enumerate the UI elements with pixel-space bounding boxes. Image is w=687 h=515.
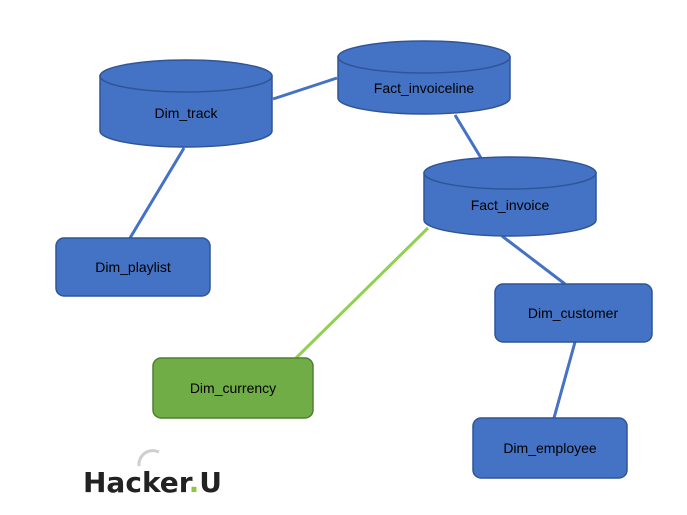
hackeru-logo: Hacker.U [83, 449, 222, 499]
svg-text:Hacker.U: Hacker.U [83, 466, 222, 499]
edges [128, 76, 577, 419]
node-label: Dim_employee [503, 440, 597, 456]
edge-customer-employee [552, 341, 577, 419]
node-label: Dim_customer [528, 305, 619, 321]
logo-text-u: U [199, 466, 222, 499]
edge-track-playlist [128, 147, 186, 239]
node-dim-currency[interactable]: Dim_currency [152, 357, 314, 419]
node-label: Dim_currency [190, 380, 276, 396]
logo-text-ker: ker [142, 466, 193, 499]
node-dim-employee[interactable]: Dim_employee [472, 417, 628, 479]
logo-arc [137, 449, 160, 467]
node-fact-invoice[interactable]: Fact_invoice [423, 156, 597, 237]
edge-track-invoiceline [272, 76, 338, 101]
node-label: Dim_playlist [95, 259, 171, 275]
node-dim-playlist[interactable]: Dim_playlist [55, 237, 211, 297]
edge-invoice-currency [294, 226, 430, 360]
logo-dot: . [189, 466, 200, 499]
node-fact-invoiceline[interactable]: Fact_invoiceline [337, 40, 511, 115]
edge-invoice-customer [501, 234, 566, 286]
node-label: Fact_invoiceline [374, 80, 475, 96]
logo-text-hac: Hac [83, 466, 142, 499]
node-label: Fact_invoice [471, 197, 550, 213]
edge-invoiceline-invoice [453, 114, 483, 159]
node-dim-customer[interactable]: Dim_customer [494, 283, 653, 343]
node-label: Dim_track [154, 105, 218, 121]
node-dim-track[interactable]: Dim_track [99, 59, 273, 148]
